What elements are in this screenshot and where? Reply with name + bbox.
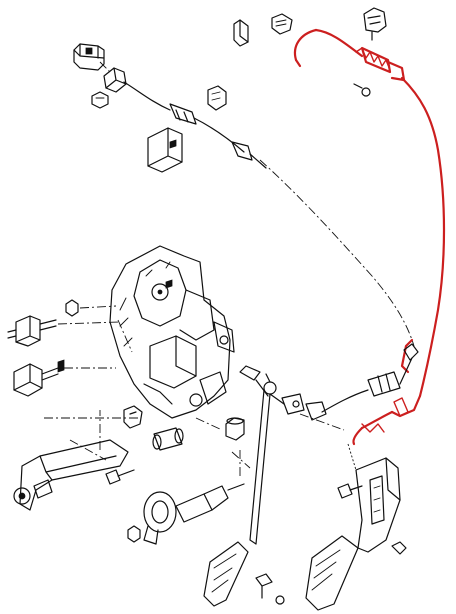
small-clip-icon bbox=[91, 91, 109, 109]
pedal-clip-icon bbox=[123, 405, 143, 429]
leader-line bbox=[117, 319, 133, 353]
old-cable-icon bbox=[123, 81, 267, 169]
leader-line bbox=[195, 417, 223, 431]
brake-pedal-arm-icon bbox=[239, 365, 269, 397]
actuator-icon bbox=[143, 483, 245, 545]
cable-bracket-icon bbox=[147, 127, 183, 173]
leader-line bbox=[99, 61, 111, 73]
pedal-bolt-icon bbox=[337, 483, 363, 499]
leader-line bbox=[231, 451, 251, 469]
lower-bolt-icon bbox=[255, 573, 273, 599]
clip-pin-icon bbox=[127, 525, 141, 543]
pedal-nut-icon bbox=[391, 541, 407, 555]
lower-cable-adjuster-icon bbox=[305, 343, 419, 421]
washer-icon bbox=[275, 595, 285, 605]
bushing-icon bbox=[152, 427, 184, 451]
bolt-icon bbox=[105, 469, 135, 485]
leader-line bbox=[299, 413, 345, 431]
bent-clip-icon bbox=[233, 19, 249, 47]
cable-ferrule-icon bbox=[103, 67, 127, 93]
leader-line bbox=[57, 321, 121, 325]
brake-light-switch-icon bbox=[13, 359, 65, 397]
pedal-bracket-icon bbox=[109, 245, 235, 419]
leader-line bbox=[79, 305, 117, 309]
leader-line bbox=[69, 439, 107, 461]
top-clip-icon bbox=[363, 7, 387, 41]
retaining-clip-icon bbox=[207, 85, 227, 111]
pedal-pad-icon bbox=[203, 541, 249, 607]
nut-icon bbox=[65, 299, 79, 317]
cable-end-clip-icon bbox=[73, 43, 105, 71]
throttle-cable-icon bbox=[293, 28, 446, 446]
cap-icon bbox=[225, 417, 245, 441]
mounting-arm-icon bbox=[13, 439, 129, 511]
leader-line bbox=[259, 159, 415, 347]
switch-sensor-icon bbox=[7, 315, 57, 347]
floor-pedal-icon bbox=[305, 457, 401, 611]
accelerator-pedal-arm-icon bbox=[249, 373, 305, 545]
leader-line bbox=[347, 443, 357, 471]
ring-clip-icon bbox=[353, 83, 371, 97]
spring-clip-icon bbox=[271, 13, 293, 35]
